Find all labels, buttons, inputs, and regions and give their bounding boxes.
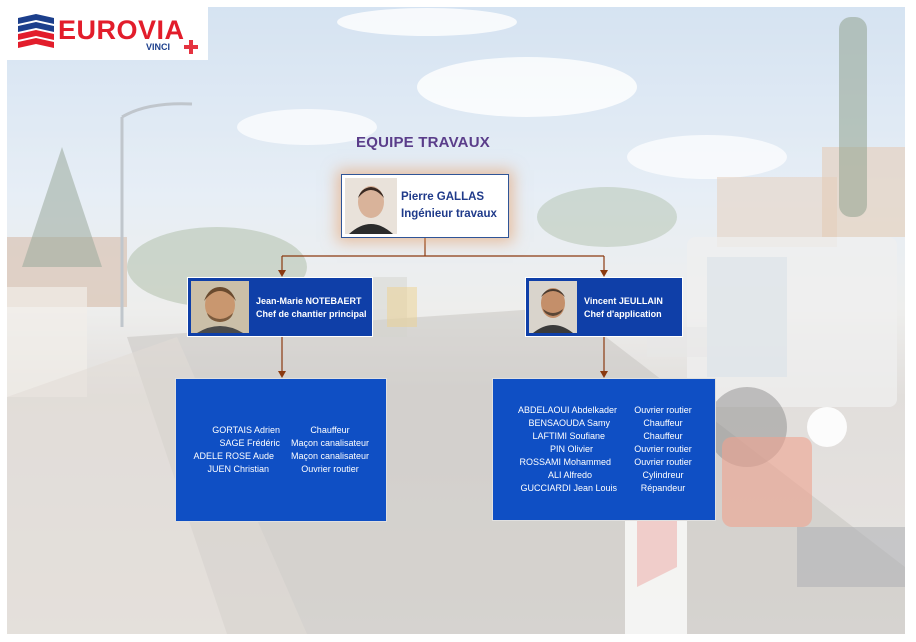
team-2-member-role: Répandeur [640,483,686,493]
manager-2-name-block: Vincent JEULLAIN Chef d'application [584,295,663,321]
manager-1-role: Chef de chantier principal [256,309,367,319]
manager-2-name: Vincent JEULLAIN [584,296,663,306]
vinci-cross-icon [184,40,198,54]
team-1-member-role: Maçon canalisateur [290,438,370,448]
team-2-member-name: BENSAOUDA Samy [528,418,610,428]
lead-role: Ingénieur travaux [401,208,497,220]
page-title: EQUIPE TRAVAUX [356,134,490,151]
arrow-head-icon [600,270,608,277]
team-1-member-role: Ouvrier routier [301,464,359,474]
person-avatar-icon [529,281,577,333]
team-1-member-role: Maçon canalisateur [290,451,370,461]
logo-area: EUROVIA VINCI [0,0,208,60]
lead-name-block: Pierre GALLAS Ingénieur travaux [401,189,497,223]
team-2-member-name: PIN Olivier [549,444,593,454]
team-2-member-role: Ouvrier routier [634,444,692,454]
lead-photo [345,178,397,234]
person-avatar-icon [345,178,397,234]
arrow-head-icon [600,371,608,378]
team-2-member-name: LAFTIMI Soufiane [532,431,605,441]
lead-card[interactable]: Pierre GALLAS Ingénieur travaux [341,174,509,238]
arrow-head-icon [278,270,286,277]
team-box-1: GORTAIS Adrien Chauffeur SAGE Frédéric M… [175,378,387,522]
lead-name: Pierre GALLAS [401,191,485,203]
eurovia-logo-icon [18,14,54,48]
team-2-member-role: Ouvrier routier [634,457,692,467]
manager-card-1[interactable]: Jean-Marie NOTEBAERT Chef de chantier pr… [187,277,373,337]
team-2-member-role: Chauffeur [643,431,683,441]
logo-parent-text: VINCI [146,42,171,52]
manager-1-name-block: Jean-Marie NOTEBAERT Chef de chantier pr… [256,295,367,321]
team-1-member-name: JUEN Christian [207,464,269,474]
logo-brand-text: EUROVIA [58,15,185,45]
manager-card-2[interactable]: Vincent JEULLAIN Chef d'application [525,277,683,337]
team-2-member-name: ROSSAMI Mohammed [519,457,611,467]
manager-2-photo [529,281,577,333]
person-avatar-icon [191,281,249,333]
team-box-2: ABDELAOUI Abdelkader Ouvrier routier BEN… [492,378,716,521]
manager-2-role: Chef d'application [584,309,662,319]
arrow-head-icon [278,371,286,378]
manager-1-photo [191,281,249,333]
team-1-member-role: Chauffeur [310,425,350,435]
manager-1-name: Jean-Marie NOTEBAERT [256,296,362,306]
team-1-member-name: ADELE ROSE Aude [193,451,274,461]
team-1-member-name: SAGE Frédéric [219,438,280,448]
team-2-member-name: ABDELAOUI Abdelkader [517,405,617,415]
team-2-member-name: ALI Alfredo [547,470,592,480]
team-1-member-name: GORTAIS Adrien [212,425,280,435]
team-2-member-role: Chauffeur [643,418,683,428]
team-2-member-role: Ouvrier routier [634,405,692,415]
team-2-member-role: Cylindreur [642,470,684,480]
team-2-member-name: GUCCIARDI Jean Louis [520,483,617,493]
